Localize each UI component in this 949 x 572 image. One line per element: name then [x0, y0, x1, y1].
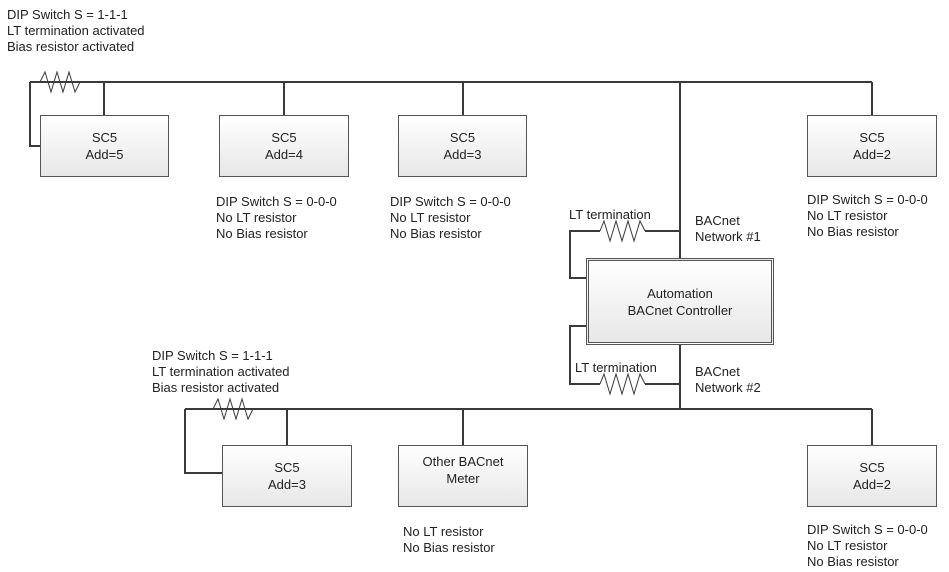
note-line: DIP Switch S = 0-0-0 [807, 522, 928, 537]
lt-termination-2-resistor [599, 372, 646, 396]
note-line: No Bias resistor [216, 226, 308, 241]
lt-termination-text: LT termination [575, 360, 657, 375]
network-line: Network #1 [695, 229, 761, 244]
lt-termination-text: LT termination [569, 207, 651, 222]
note-sc5-add3-net1: DIP Switch S = 0-0-0 No LT resistor No B… [390, 194, 511, 242]
device-name: SC5 [274, 460, 300, 475]
n1-bias-resistor [39, 70, 81, 94]
network-line: BACnet [695, 364, 740, 379]
device-name: SC5 [91, 130, 118, 145]
note-line: No Bias resistor [390, 226, 482, 241]
device-sc5-add3-net2: SC5 Add=3 [222, 445, 352, 507]
controller-line1: Automation [647, 285, 713, 301]
network-line: BACnet [695, 213, 740, 228]
n1-termination-loop [29, 82, 40, 147]
device-name: SC5 [271, 130, 297, 145]
n2-termination-loop [184, 409, 222, 474]
note-line: No LT resistor [807, 208, 888, 223]
device-sc5-add4: SC5 Add=4 [219, 115, 349, 177]
device-name: SC5 [859, 460, 885, 475]
note-line: DIP Switch S = 0-0-0 [807, 192, 928, 207]
note-line: No Bias resistor [807, 224, 899, 239]
lt-termination-2-wire [569, 325, 600, 385]
network1-label: BACnet Network #1 [695, 213, 761, 245]
device-sc5-add2-net1: SC5 Add=2 [807, 115, 937, 177]
device-other-bacnet-meter: Other BACnet Meter [398, 445, 528, 507]
meter-line1: Other BACnet [422, 454, 504, 469]
note-line: No Bias resistor [807, 554, 899, 569]
note-sc5-add4: DIP Switch S = 0-0-0 No LT resistor No B… [216, 194, 337, 242]
note-other-bacnet-meter: No LT resistor No Bias resistor [403, 524, 495, 556]
automation-bacnet-controller: Automation BACnet Controller [586, 258, 774, 345]
device-address: Add=5 [85, 147, 124, 162]
bottom-left-dip-note: DIP Switch S = 1-1-1 LT termination acti… [152, 348, 290, 396]
note-line: No LT resistor [807, 538, 888, 553]
network-line: Network #2 [695, 380, 761, 395]
note-line: No LT resistor [216, 210, 297, 225]
device-address: Add=4 [265, 147, 303, 162]
device-address: Add=3 [443, 147, 482, 162]
device-address: Add=3 [268, 477, 306, 492]
note-line: Bias resistor activated [7, 39, 135, 54]
lt-termination-2-label: LT termination [575, 360, 657, 376]
note-line: No Bias resistor [403, 540, 495, 555]
n2-bias-resistor [212, 397, 254, 421]
lt-termination-1-resistor [599, 219, 646, 243]
meter-line2: Meter [446, 471, 480, 486]
device-address: Add=2 [853, 477, 891, 492]
device-name: SC5 [859, 130, 885, 145]
note-line: DIP Switch S = 0-0-0 [216, 194, 337, 209]
note-line: DIP Switch S = 1-1-1 [152, 348, 273, 363]
note-sc5-add2-net1: DIP Switch S = 0-0-0 No LT resistor No B… [807, 192, 928, 240]
note-line: DIP Switch S = 1-1-1 [7, 7, 128, 22]
note-line: LT termination activated [7, 23, 145, 38]
top-left-dip-note: DIP Switch S = 1-1-1 LT termination acti… [7, 7, 145, 55]
lt-termination-1-label: LT termination [569, 207, 651, 223]
note-line: DIP Switch S = 0-0-0 [390, 194, 511, 209]
note-line: LT termination activated [152, 364, 290, 379]
note-line: Bias resistor activated [152, 380, 280, 395]
note-line: No LT resistor [403, 524, 484, 539]
controller-line2: BACnet Controller [627, 302, 733, 318]
device-sc5-add3-net1: SC5 Add=3 [398, 115, 527, 177]
note-line: No LT resistor [390, 210, 471, 225]
note-sc5-add2-net2: DIP Switch S = 0-0-0 No LT resistor No B… [807, 522, 928, 570]
device-sc5-add5: SC5 Add=5 [40, 115, 169, 177]
device-name: SC5 [449, 130, 476, 145]
device-address: Add=2 [853, 147, 891, 162]
device-sc5-add2-net2: SC5 Add=2 [807, 445, 937, 507]
network2-label: BACnet Network #2 [695, 364, 761, 396]
lt-termination-1-wire [569, 230, 600, 279]
